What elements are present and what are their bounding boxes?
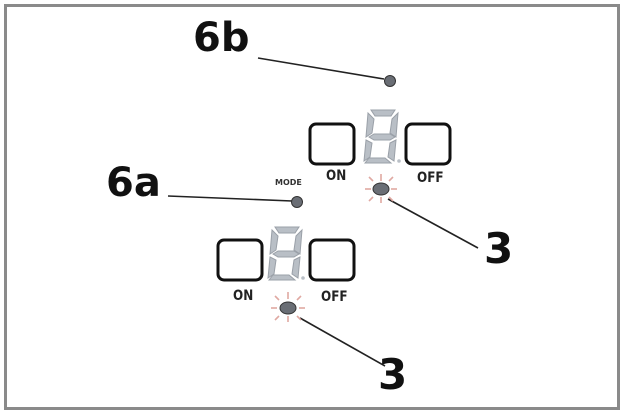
- leader-line-3-lower: [299, 317, 386, 367]
- on-button-lower: [216, 238, 264, 282]
- led-indicator-upper: [372, 182, 390, 196]
- off-label-lower: OFF: [321, 287, 348, 305]
- indicator-dot-6b: [384, 75, 396, 87]
- diagram-frame: [4, 4, 620, 410]
- on-label-lower: ON: [233, 286, 254, 304]
- on-button-upper: [308, 122, 356, 166]
- leader-line-3-upper: [387, 198, 479, 249]
- callout-6a: 6a: [106, 160, 161, 206]
- leader-line-6b: [257, 57, 385, 80]
- digit-dot-upper: [397, 159, 401, 163]
- callout-3-lower: 3: [378, 350, 408, 399]
- led-glow-lower: [271, 292, 305, 322]
- off-button-upper: [404, 122, 452, 166]
- indicator-dot-6a: [291, 196, 303, 208]
- callout-3-upper: 3: [484, 224, 514, 273]
- callout-6b: 6b: [193, 15, 250, 61]
- led-glow-upper: [365, 174, 397, 203]
- off-button-lower: [308, 238, 356, 282]
- led-indicator-lower: [279, 301, 297, 315]
- mode-label: MODE: [275, 178, 302, 187]
- digit-display-upper: [363, 109, 399, 164]
- on-label-upper: ON: [326, 166, 347, 184]
- leader-line-6a: [167, 195, 293, 202]
- digit-display-lower: [267, 226, 303, 281]
- off-label-upper: OFF: [417, 168, 444, 186]
- digit-dot-lower: [301, 276, 305, 280]
